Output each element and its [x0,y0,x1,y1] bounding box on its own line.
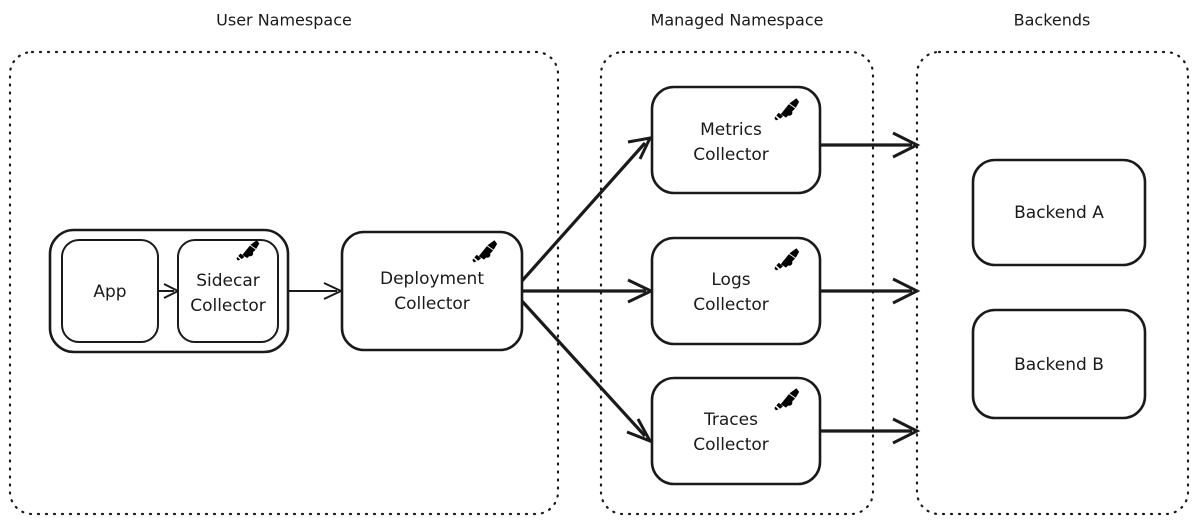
node-metrics-collector[interactable]: Metrics Collector [650,85,822,195]
node-logs-collector-label-line1: Logs [711,270,750,290]
node-sidecar-collector-box[interactable] [177,239,279,343]
group-boundary-managed-namespace [599,50,875,516]
node-traces-collector-label-line1: Traces [703,410,758,430]
node-app[interactable]: App [61,239,159,343]
node-logs-collector[interactable]: Logs Collector [650,236,822,346]
edge-deployment-to-traces [519,298,654,444]
group-title-user-namespace: User Namespace [216,11,352,30]
group-boundary-user-namespace [8,50,560,516]
node-logs-collector-label-line2: Collector [693,295,769,315]
node-sidecar-collector-label-line1: Sidecar [196,271,260,291]
node-deployment-collector-label-line1: Deployment [380,269,484,289]
node-sidecar-collector[interactable]: Sidecar Collector [177,239,279,343]
edge-sidecar-to-deployment [288,282,344,300]
edge-metrics-to-backends [820,131,921,159]
node-app-label: App [93,282,126,302]
node-sidecar-collector-label-line2: Collector [190,296,266,316]
group-title-backends: Backends [1014,11,1091,30]
node-backend-b-label: Backend B [1014,355,1104,375]
edge-deployment-to-metrics [519,136,653,284]
group-title-managed-namespace: Managed Namespace [651,11,824,30]
node-traces-collector[interactable]: Traces Collector [650,376,822,486]
node-backend-b[interactable]: Backend B [971,308,1147,420]
node-backend-a[interactable]: Backend A [971,158,1147,267]
node-metrics-collector-label-line2: Collector [693,145,769,165]
node-deployment-collector-label-line2: Collector [394,294,470,314]
node-backend-a-label: Backend A [1014,203,1104,223]
node-deployment-collector[interactable]: Deployment Collector [340,230,524,352]
node-backend-b-box[interactable] [971,308,1147,420]
node-traces-collector-label-line2: Collector [693,435,769,455]
node-metrics-collector-box[interactable] [650,85,822,195]
edge-deployment-to-logs [521,278,655,304]
group-boundary-backends [915,50,1190,516]
node-deployment-collector-box[interactable] [340,230,524,352]
edge-logs-to-backends [820,277,921,305]
node-metrics-collector-label-line1: Metrics [700,120,762,140]
node-backend-a-box[interactable] [971,158,1147,267]
edge-traces-to-backends [820,417,921,445]
